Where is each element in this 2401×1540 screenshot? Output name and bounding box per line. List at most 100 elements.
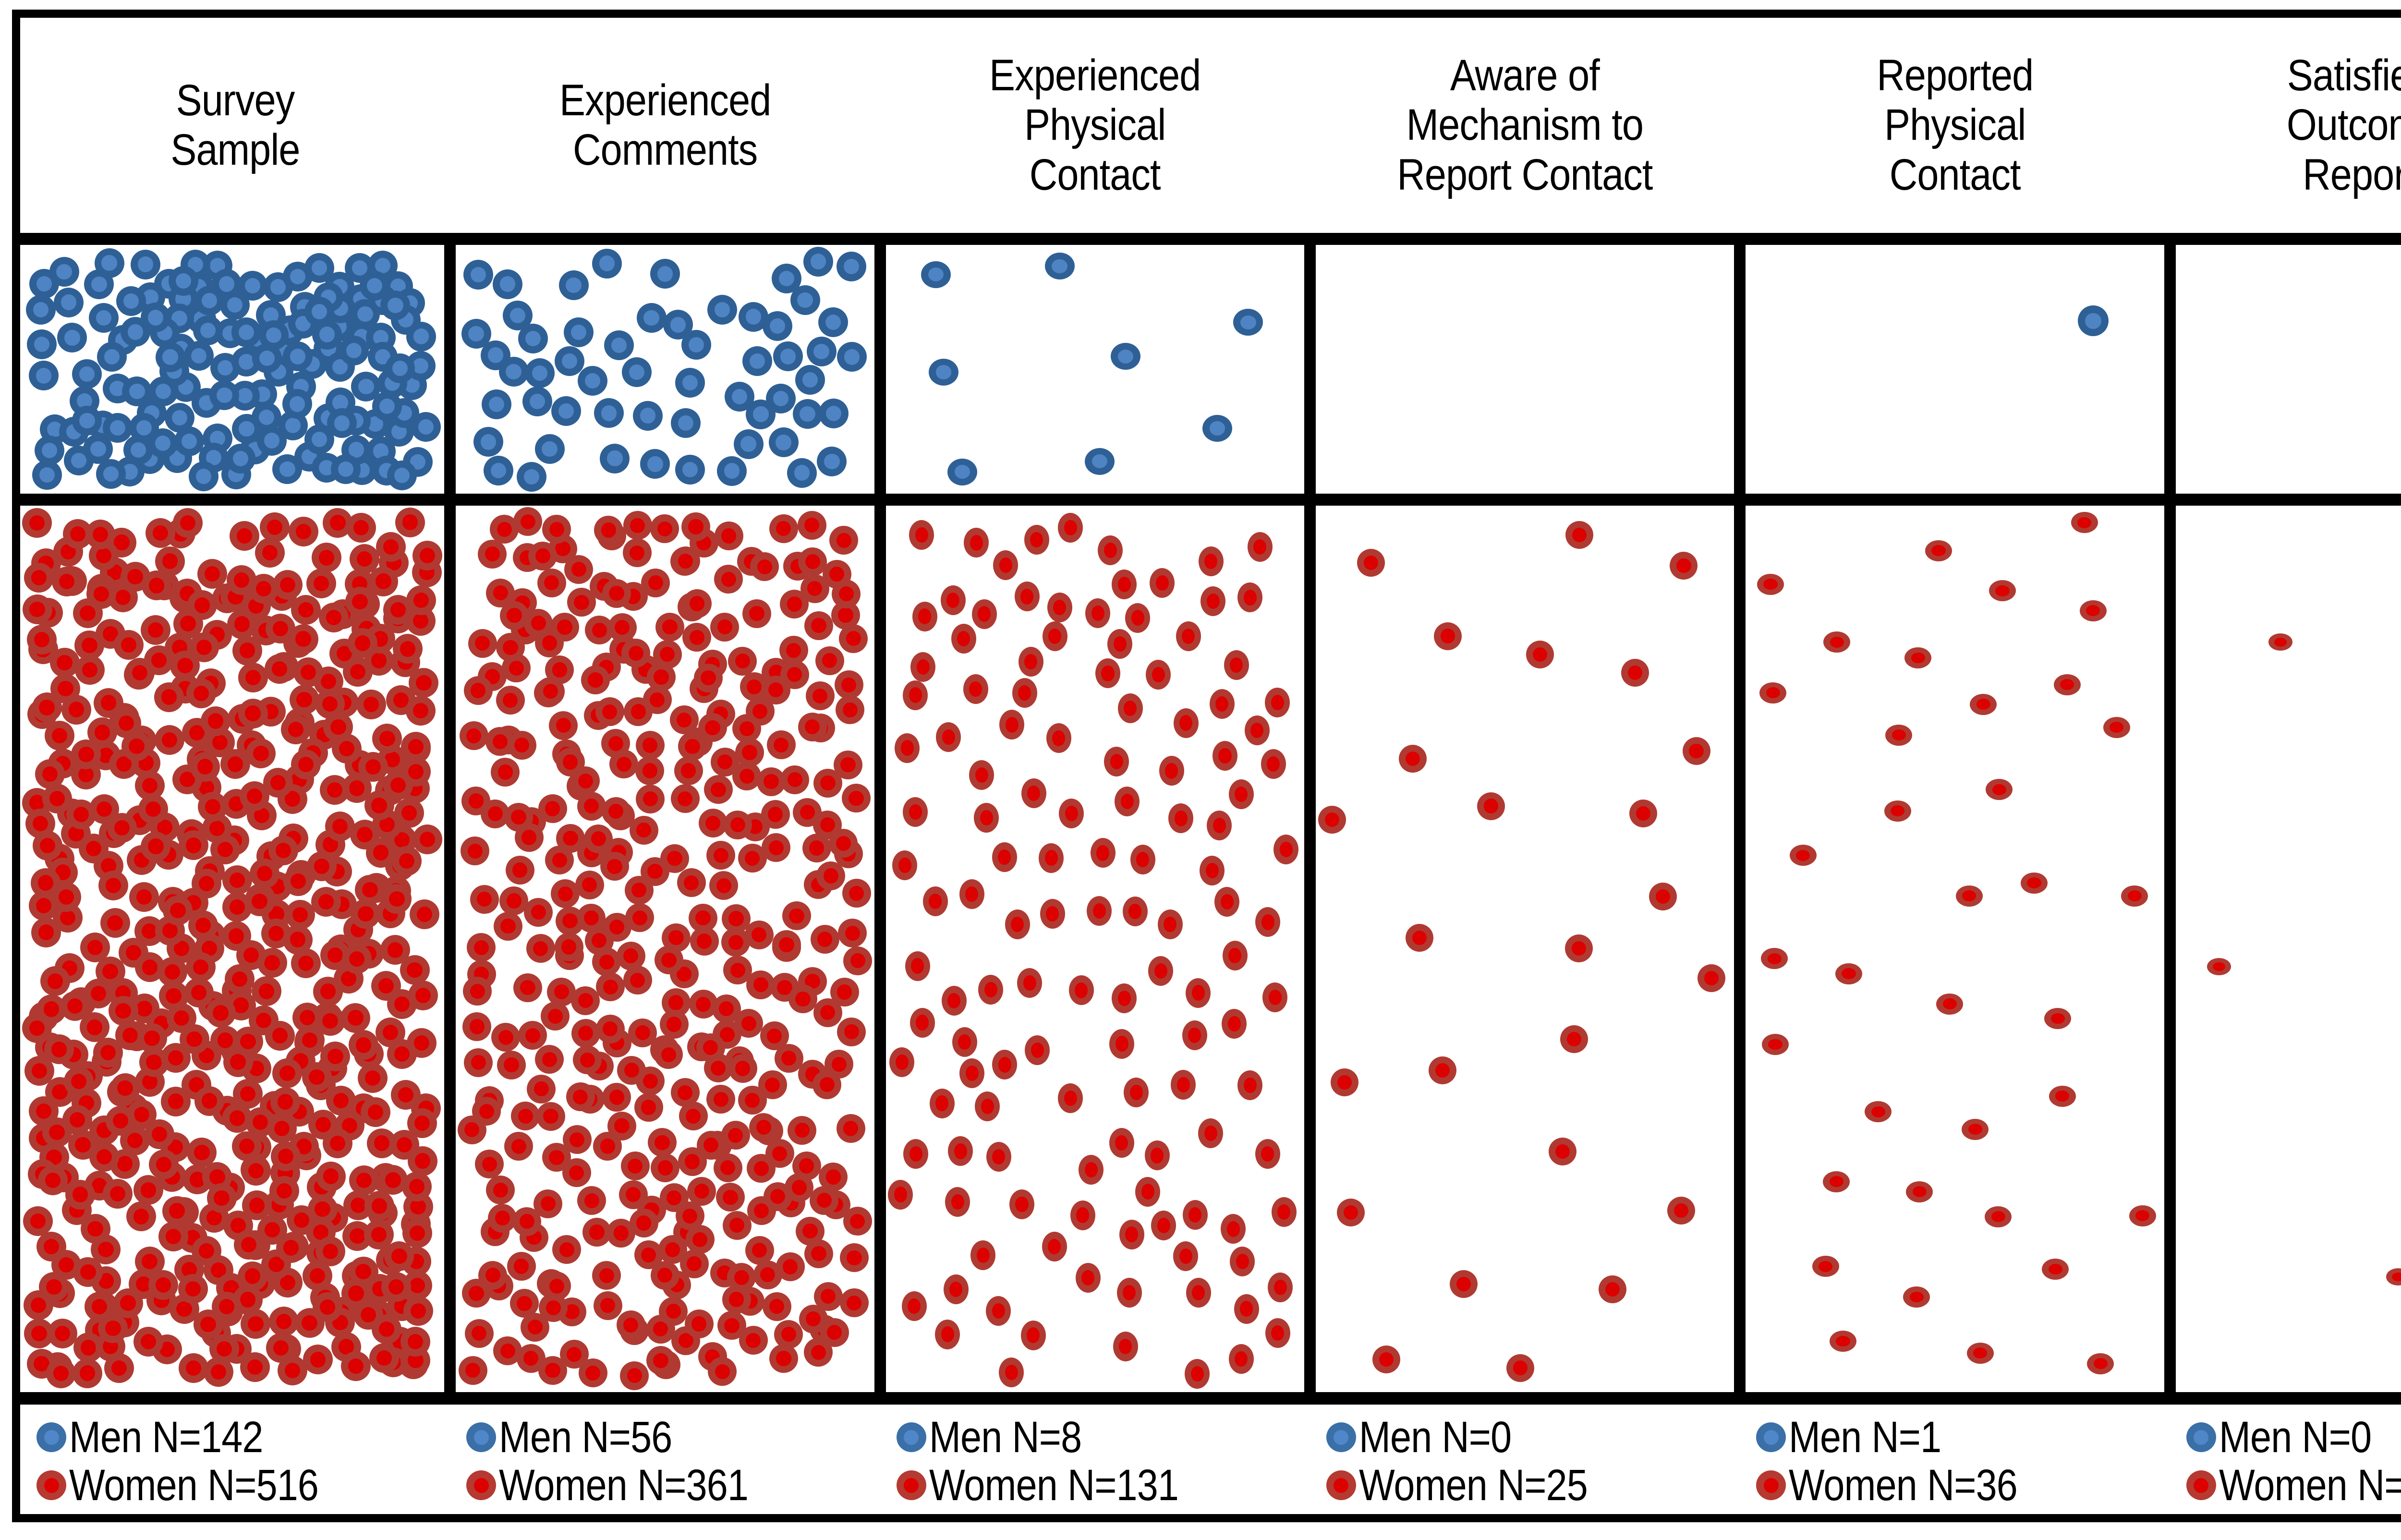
respondent-dot: [1682, 737, 1710, 765]
respondent-dot: [836, 1114, 865, 1143]
respondent-dot: [536, 677, 565, 706]
respondent-dot: [288, 516, 318, 546]
respondent-dot: [1124, 1077, 1149, 1107]
respondent-dot: [155, 725, 185, 755]
respondent-dot: [23, 1206, 53, 1237]
respondent-dot: [677, 868, 706, 897]
respondent-dot: [282, 389, 312, 419]
respondent-dot: [1405, 923, 1433, 952]
respondent-dot: [834, 670, 863, 700]
legend-label-men: Men N=1: [1789, 1413, 1941, 1462]
respondent-dot: [735, 738, 764, 767]
respondent-dot: [671, 546, 700, 576]
respondent-dot: [694, 663, 723, 692]
respondent-dot: [1039, 843, 1064, 873]
respondent-dot: [607, 613, 637, 642]
respondent-dot: [1150, 568, 1175, 598]
respondent-dot: [265, 1020, 295, 1051]
respondent-dot: [1433, 622, 1462, 650]
respondent-dot: [564, 317, 594, 348]
respondent-dot: [1823, 631, 1851, 653]
respondent-dot: [120, 561, 150, 592]
respondent-dot: [761, 800, 790, 829]
respondent-dot: [364, 1191, 395, 1221]
legend-row-women: Women N=361: [466, 1461, 880, 1509]
respondent-dot: [2386, 1268, 2401, 1285]
respondent-dot: [762, 1292, 791, 1321]
respondent-dot: [770, 973, 799, 1002]
respondent-dot: [380, 290, 411, 320]
respondent-dot: [674, 756, 703, 785]
respondent-dot: [1176, 621, 1201, 651]
respondent-dot: [936, 722, 961, 752]
respondent-dot: [684, 1310, 714, 1339]
women-dot-icon: [1326, 1470, 1356, 1500]
respondent-dot: [573, 1045, 602, 1075]
legend-row-women: Women N=516: [36, 1461, 450, 1509]
respondent-dot: [792, 399, 823, 429]
respondent-dot: [502, 654, 531, 683]
respondent-dot: [258, 320, 289, 350]
respondent-dot: [825, 1050, 854, 1079]
respondent-dot: [780, 660, 809, 689]
respondent-dot: [1222, 940, 1248, 970]
respondent-dot: [1865, 1101, 1892, 1123]
respondent-dot: [358, 752, 388, 782]
respondent-dot: [505, 856, 534, 885]
respondent-dot: [1186, 978, 1211, 1008]
respondent-dot: [95, 956, 125, 986]
respondent-dot: [174, 426, 205, 456]
respondent-dot: [1549, 1138, 1577, 1166]
dot-field-women-1: [456, 506, 874, 1392]
respondent-dot: [331, 454, 361, 485]
panel-women-experienced-physical-contact: [880, 506, 1310, 1392]
respondent-dot: [1087, 896, 1112, 926]
respondent-dot: [226, 565, 256, 595]
respondent-dot: [746, 399, 776, 429]
dot-field-men-4: [1746, 245, 2164, 494]
respondent-dot: [797, 510, 826, 540]
respondent-dot: [542, 515, 571, 544]
respondent-dot: [745, 1236, 774, 1265]
respondent-dot: [272, 1058, 303, 1089]
respondent-dot: [992, 1050, 1018, 1080]
respondent-dot: [375, 1017, 405, 1047]
respondent-dot: [524, 358, 555, 388]
respondent-dot: [843, 1207, 872, 1236]
respondent-dot: [733, 429, 764, 459]
respondent-dot: [1202, 414, 1232, 442]
respondent-dot: [1095, 658, 1120, 689]
respondent-dot: [371, 971, 401, 1001]
respondent-dot: [478, 539, 507, 569]
respondent-dot: [323, 508, 353, 538]
respondent-dot: [294, 1025, 325, 1055]
respondent-dot: [650, 1261, 679, 1290]
respondent-dot: [486, 578, 515, 607]
respondent-dot: [706, 1085, 736, 1114]
respondent-dot: [37, 1165, 68, 1195]
respondent-dot: [753, 1260, 782, 1289]
respondent-dot: [158, 981, 189, 1011]
legend-row-men: Men N=142: [36, 1413, 450, 1461]
respondent-dot: [542, 1272, 571, 1301]
respondent-dot: [837, 342, 867, 372]
respondent-dot: [594, 515, 623, 545]
respondent-dot: [1904, 647, 1932, 669]
respondent-dot: [315, 1006, 345, 1036]
respondent-dot: [313, 976, 343, 1006]
legend-row-women: Women N=36: [1756, 1461, 2170, 1509]
respondent-dot: [524, 897, 553, 927]
respondent-dot: [951, 623, 976, 654]
respondent-dot: [409, 667, 439, 698]
respondent-dot: [390, 1080, 421, 1110]
respondent-dot: [133, 1175, 164, 1205]
respondent-dot: [482, 389, 512, 419]
respondent-dot: [910, 652, 936, 682]
respondent-dot: [1985, 1206, 2012, 1227]
respondent-dot: [732, 762, 762, 791]
respondent-dot: [232, 635, 263, 666]
legend-label-women: Women N=36: [1789, 1461, 2018, 1510]
respondent-dot: [148, 1150, 179, 1180]
respondent-dot: [947, 458, 977, 485]
respondent-dot: [1021, 778, 1046, 808]
